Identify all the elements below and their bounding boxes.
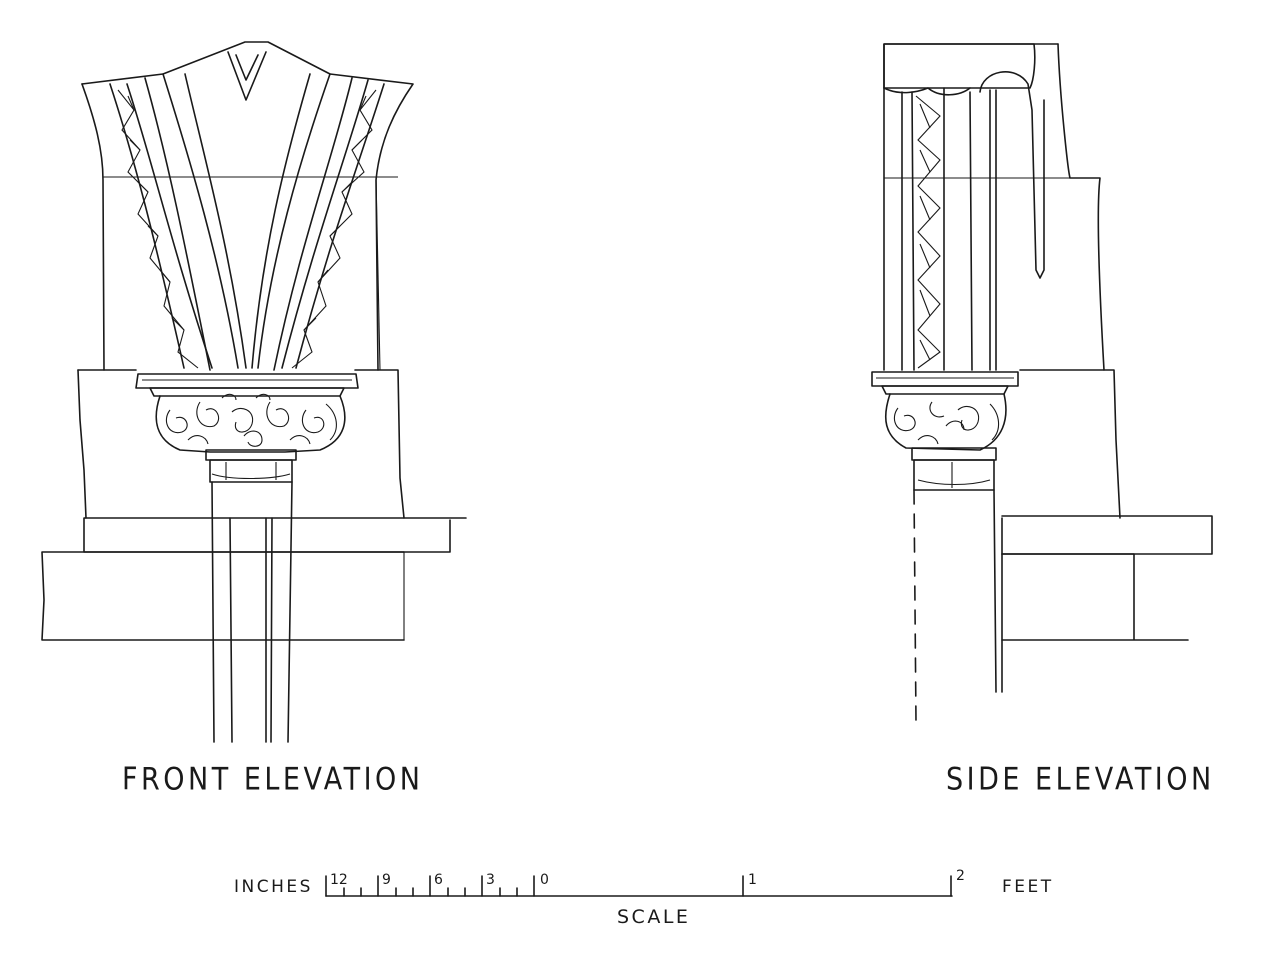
front-elevation-label: FRONT ELEVATION — [122, 762, 424, 798]
scale-title: SCALE — [617, 906, 691, 928]
scale-minor-ticks — [343, 887, 518, 897]
scale-label-0: 0 — [540, 872, 549, 888]
scale-label-9: 9 — [382, 872, 391, 888]
scale-bar — [325, 875, 953, 897]
scale-label-3: 3 — [486, 872, 495, 888]
scale-unit-feet: FEET — [1002, 877, 1054, 897]
scale-unit-inches: INCHES — [234, 877, 313, 897]
front-elevation-drawing — [41, 41, 467, 743]
side-elevation-drawing — [871, 43, 1213, 723]
scale-label-12: 12 — [330, 872, 348, 888]
scale-label-2ft: 2 — [956, 868, 965, 884]
scale-label-1ft: 1 — [748, 872, 757, 888]
scale-label-6: 6 — [434, 872, 443, 888]
side-elevation-label: SIDE ELEVATION — [946, 762, 1215, 798]
